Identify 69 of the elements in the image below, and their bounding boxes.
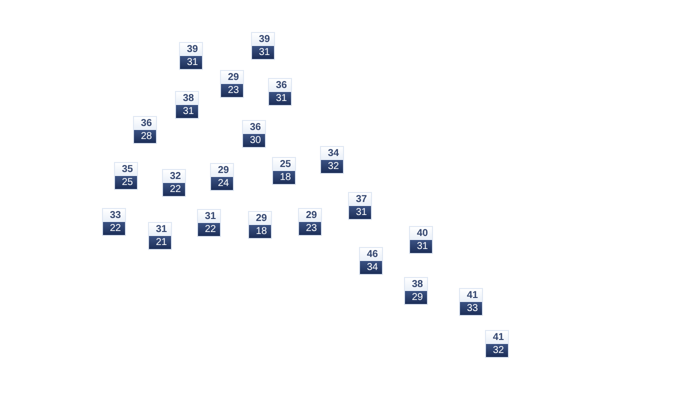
value-marker [162, 169, 186, 197]
lower-value: 18 [249, 225, 271, 238]
lower-value: 22 [198, 223, 220, 236]
upper-value: 36 [134, 117, 156, 130]
upper-value: 38 [176, 92, 198, 105]
value-marker [248, 211, 272, 239]
value-marker [179, 42, 203, 70]
upper-value: 31 [149, 223, 171, 236]
lower-value: 23 [299, 222, 321, 235]
upper-value: 29 [299, 209, 321, 222]
value-marker [114, 162, 138, 190]
lower-value: 33 [460, 302, 482, 315]
lower-value: 23 [221, 84, 243, 97]
lower-value: 31 [252, 46, 274, 59]
value-marker [272, 157, 296, 185]
upper-value: 36 [243, 121, 265, 134]
lower-value: 30 [243, 134, 265, 147]
value-marker [459, 288, 483, 316]
upper-value: 41 [486, 331, 508, 344]
value-marker [133, 116, 157, 144]
value-marker [485, 330, 509, 358]
value-marker [409, 226, 433, 254]
value-marker [320, 146, 344, 174]
lower-value: 32 [321, 160, 343, 173]
upper-value: 39 [252, 33, 274, 46]
upper-value: 38 [405, 278, 427, 291]
value-marker [298, 208, 322, 236]
lower-value: 31 [180, 56, 202, 69]
upper-value: 35 [115, 163, 137, 176]
value-marker [175, 91, 199, 119]
upper-value: 31 [198, 210, 220, 223]
upper-value: 37 [349, 193, 371, 206]
lower-value: 31 [176, 105, 198, 118]
upper-value: 41 [460, 289, 482, 302]
value-marker [404, 277, 428, 305]
upper-value: 29 [211, 164, 233, 177]
lower-value: 22 [103, 222, 125, 235]
upper-value: 34 [321, 147, 343, 160]
upper-value: 29 [249, 212, 271, 225]
upper-value: 46 [360, 248, 382, 261]
value-marker [348, 192, 372, 220]
lower-value: 29 [405, 291, 427, 304]
value-marker [359, 247, 383, 275]
lower-value: 31 [269, 92, 291, 105]
value-marker [197, 209, 221, 237]
lower-value: 22 [163, 183, 185, 196]
value-marker [220, 70, 244, 98]
upper-value: 36 [269, 79, 291, 92]
upper-value: 33 [103, 209, 125, 222]
lower-value: 24 [211, 177, 233, 190]
lower-value: 32 [486, 344, 508, 357]
upper-value: 39 [180, 43, 202, 56]
value-marker [148, 222, 172, 250]
upper-value: 32 [163, 170, 185, 183]
lower-value: 18 [273, 171, 295, 184]
upper-value: 25 [273, 158, 295, 171]
value-marker [251, 32, 275, 60]
lower-value: 28 [134, 130, 156, 143]
lower-value: 34 [360, 261, 382, 274]
value-marker [268, 78, 292, 106]
value-marker [102, 208, 126, 236]
lower-value: 31 [349, 206, 371, 219]
upper-value: 40 [410, 227, 432, 240]
value-marker [242, 120, 266, 148]
upper-value: 29 [221, 71, 243, 84]
lower-value: 31 [410, 240, 432, 253]
lower-value: 21 [149, 236, 171, 249]
lower-value: 25 [115, 176, 137, 189]
value-marker [210, 163, 234, 191]
